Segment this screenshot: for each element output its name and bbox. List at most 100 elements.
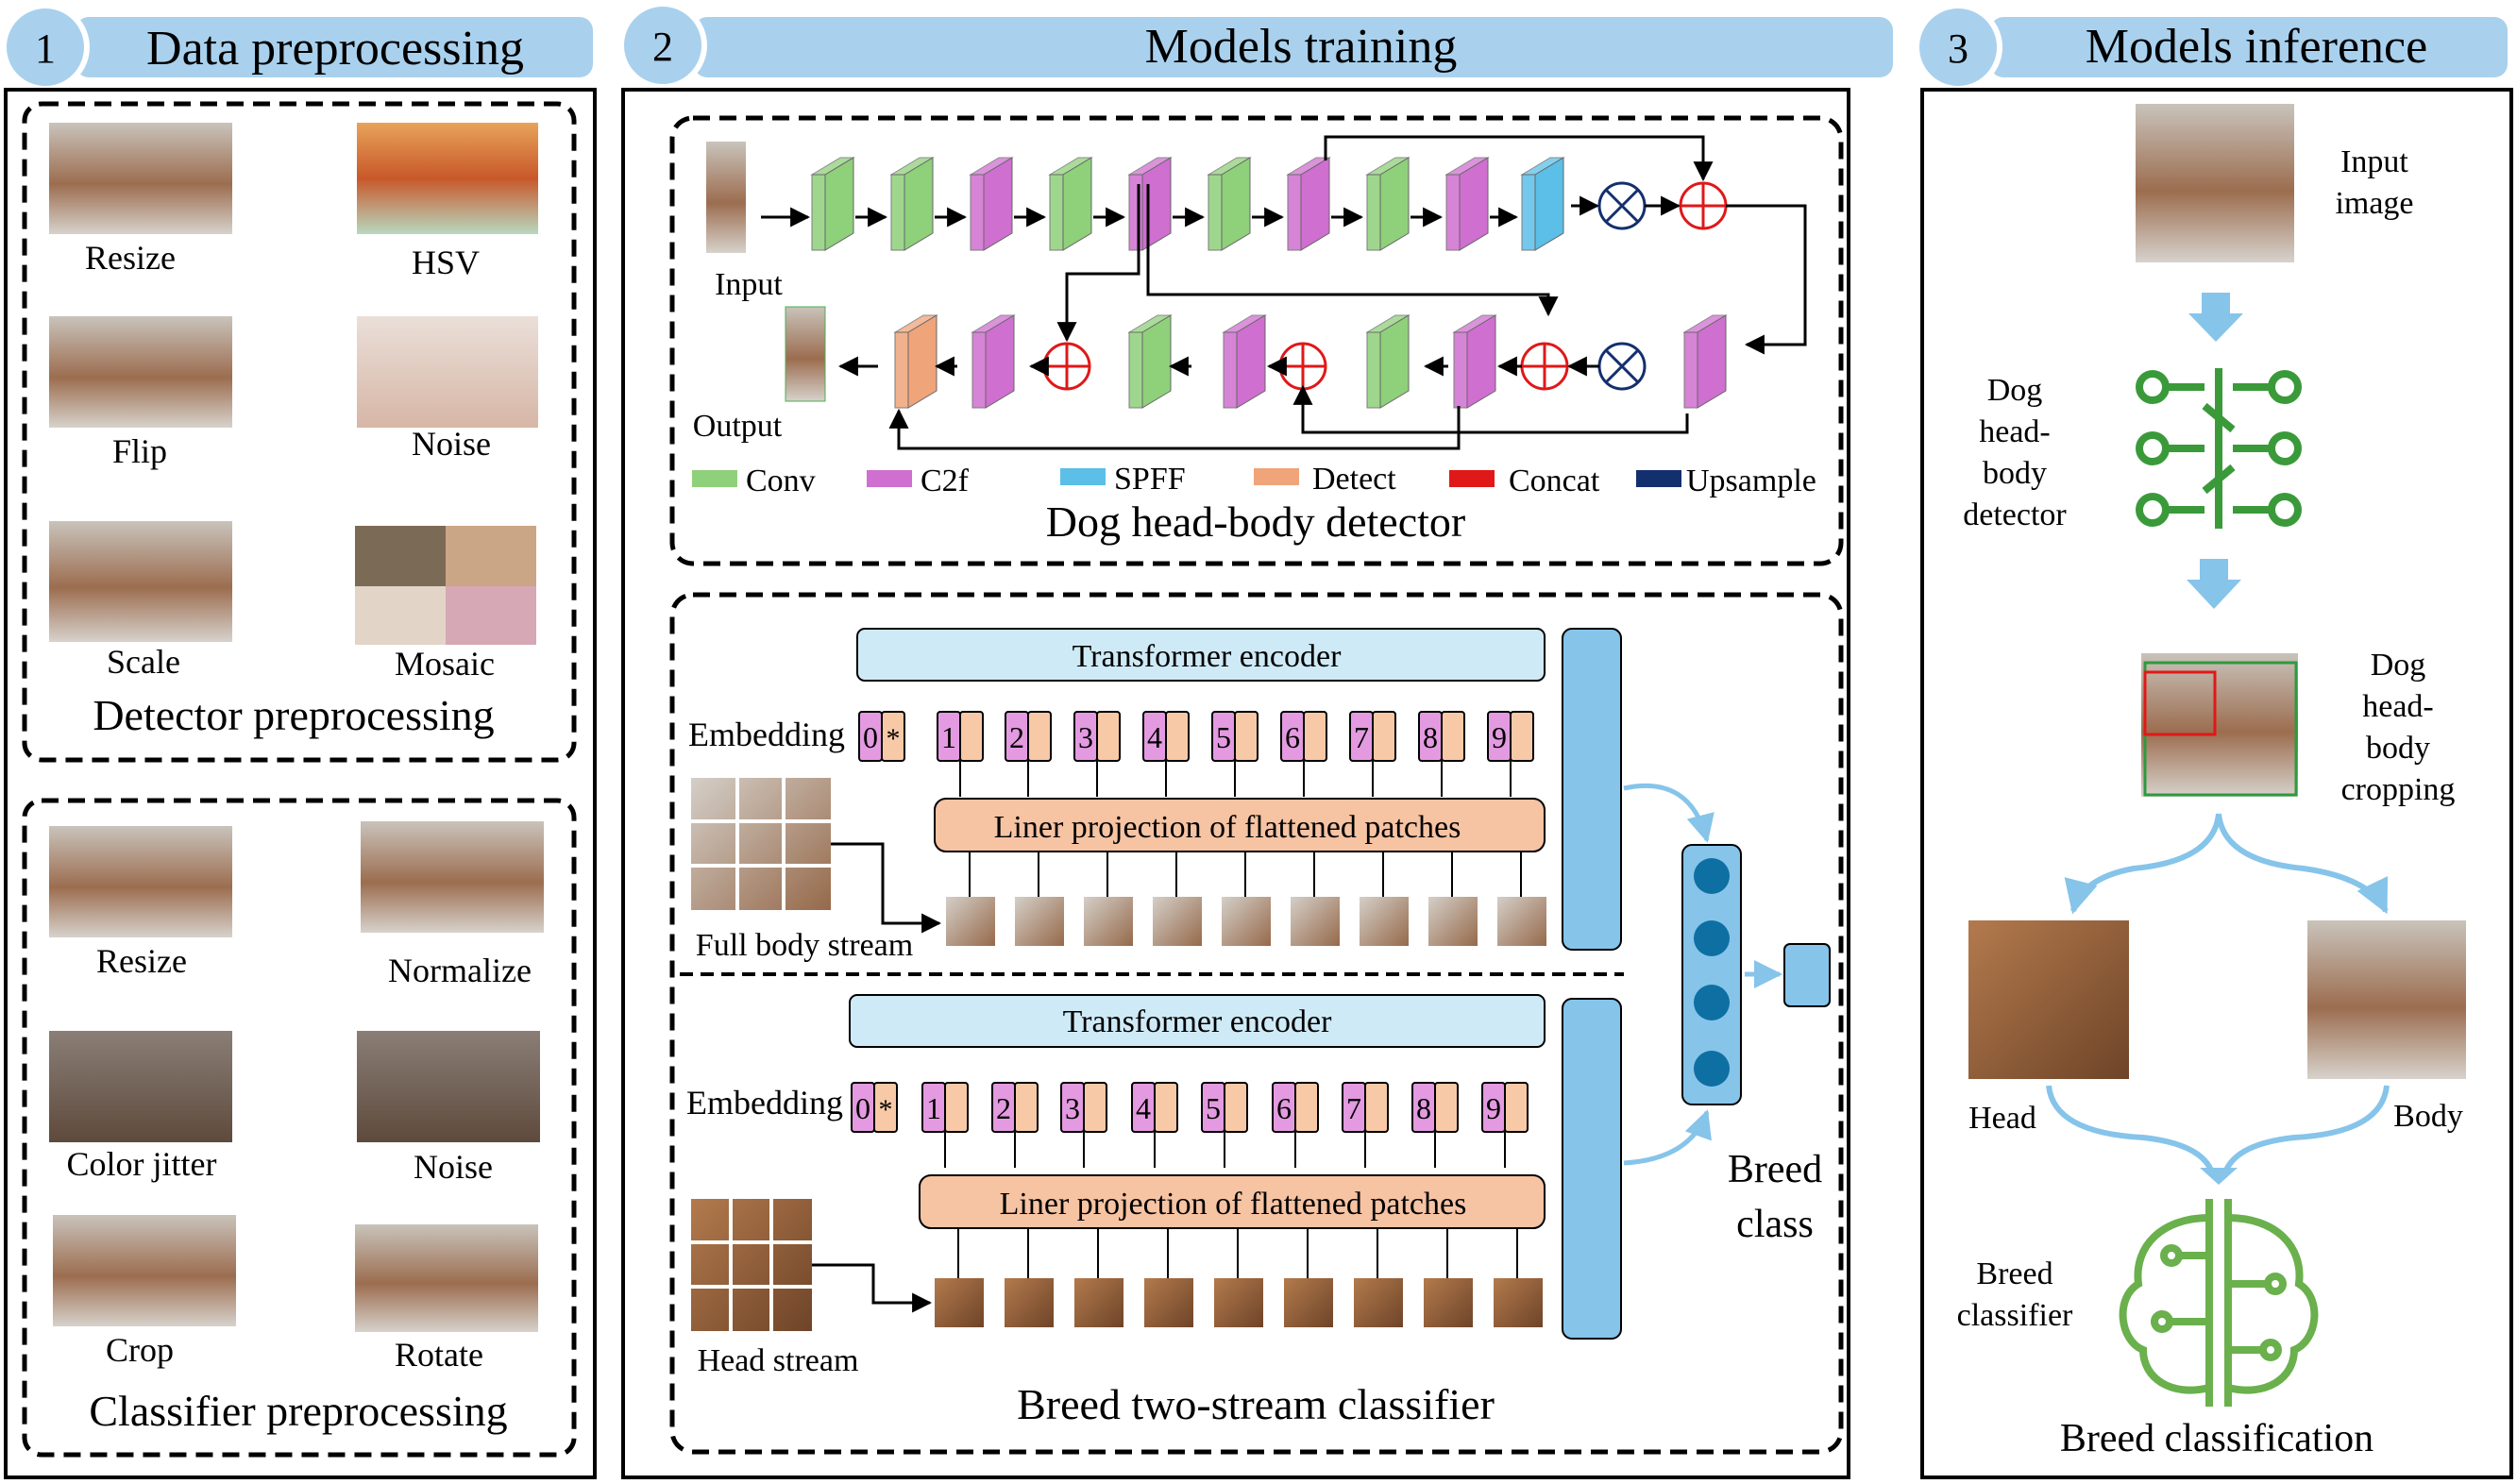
image-patch [1084,852,1133,946]
label-cls-resize: Resize [96,942,187,980]
image-patch [935,1228,984,1327]
cropping-line3: body [2366,731,2430,766]
detector-block-top [1207,157,1252,251]
image-patch [1214,1228,1263,1327]
patch-image [1015,897,1064,946]
label-crop: Crop [106,1331,174,1369]
label-scale: Scale [107,643,180,681]
detector-block-bottom [1365,314,1411,409]
head-crop-image [1968,920,2129,1079]
legend-swatch-upsample [1636,470,1681,487]
resize-thumbnail [49,123,232,234]
embedding-token: 0* [858,711,905,762]
embedding-token: 8 [1411,1082,1459,1168]
classifier-preprocessing-box [22,798,577,1458]
concat-op-top [1679,181,1728,230]
detector-block-top [1520,157,1565,251]
patch-image [1005,1278,1054,1327]
breed-class-line1: Breed [1728,1148,1822,1191]
detector-box [669,115,1844,566]
projection-full-stream [934,798,1546,852]
hsv-thumbnail [357,123,538,234]
classifier-preprocessing-labels: Resize Normalize Color jitter Noise Crop… [67,942,532,1435]
merge-arrowhead [2200,1168,2238,1185]
label-hsv: HSV [412,244,480,281]
detector-block-top [1127,157,1173,251]
patches-full-stream [946,852,1546,946]
section-number-1: 1 [35,25,56,72]
detector-preprocessing-box [22,101,577,763]
patch-image [1284,1278,1333,1327]
patch-image [1497,897,1546,946]
patch-image [935,1278,984,1327]
inference-arrow-2 [2187,559,2241,609]
rotate-thumbnail [355,1224,538,1332]
breed-class-line2: class [1736,1203,1814,1246]
embedding-label-head: Embedding [686,1084,843,1121]
head-grid-image [691,1199,812,1331]
legend-concat: Concat [1509,464,1600,498]
legend-spff: SPFF [1114,462,1186,497]
detector-block-top [1286,157,1331,251]
image-patch [1153,852,1202,946]
detector-block-top [810,157,855,251]
detector-output-image [785,306,826,402]
fusion-bar-full [1562,628,1622,951]
input-image-line2: image [2335,186,2413,221]
detector-block-bottom [1682,314,1728,409]
detector-line4: detector [1963,497,2067,532]
image-patch [1424,1228,1473,1327]
patch-image [1214,1278,1263,1327]
crop-thumbnail [53,1215,236,1326]
classifier-preprocessing-images [49,821,544,1332]
legend-swatch-detect [1254,468,1299,485]
label-normalize: Normalize [388,952,532,989]
fusion-arrow-full [1623,783,1715,843]
classifier-preprocessing-title: Classifier preprocessing [89,1387,507,1435]
projection-head-label: Liner projection of flattened patches [1000,1187,1467,1222]
label-flip: Flip [112,432,167,470]
detector-block-top [969,157,1014,251]
classifier-box [669,592,1844,1455]
detector-line1: Dog [1987,373,2043,408]
embedding-token: 9 [1487,711,1534,797]
detector-blocks [810,157,1728,409]
section-header-1: 1 Data preprocessing [1,3,593,92]
token-number: 1 [926,1091,941,1125]
embedding-token: 1 [921,1082,969,1168]
label-mosaic: Mosaic [395,645,495,683]
legend-swatch-concat [1449,470,1495,487]
token-number: 8 [1416,1091,1431,1125]
concat-op-bottom-2 [1278,342,1327,391]
label-cls-noise: Noise [414,1148,493,1186]
encoder-full-label: Transformer encoder [1073,639,1342,674]
patch-image [1222,897,1271,946]
patches-head-stream [935,1228,1543,1327]
input-image-line1: Input [2340,144,2408,179]
detector-output-label: Output [693,409,783,444]
image-patch [946,852,995,946]
legend-c2f: C2f [921,464,970,498]
label-noise: Noise [412,425,491,463]
cls-noise-thumbnail [357,1031,540,1142]
color-jitter-thumbnail [49,1031,232,1142]
embedding-token: 5 [1201,1082,1248,1168]
token-number: 7 [1346,1091,1361,1125]
patch-image [1084,897,1133,946]
detector-block-bottom [1452,314,1497,409]
patch-image [1074,1278,1123,1327]
embedding-token: 6 [1272,1082,1319,1168]
encoder-full-stream [856,628,1546,682]
section-number-3: 3 [1948,25,1968,72]
section-header-2: 2 Models training [618,1,1893,90]
encoder-head-stream [849,994,1546,1048]
image-patch [1497,852,1546,946]
detector-input-image [706,142,746,253]
token-number: 1 [941,720,956,754]
head-label: Head [1968,1101,2036,1136]
legend-swatch-spff [1060,468,1106,485]
body-label: Body [2393,1099,2463,1134]
panel-models-inference [1920,88,2513,1479]
token-number: 2 [1009,720,1024,754]
token-number: 5 [1216,720,1231,754]
